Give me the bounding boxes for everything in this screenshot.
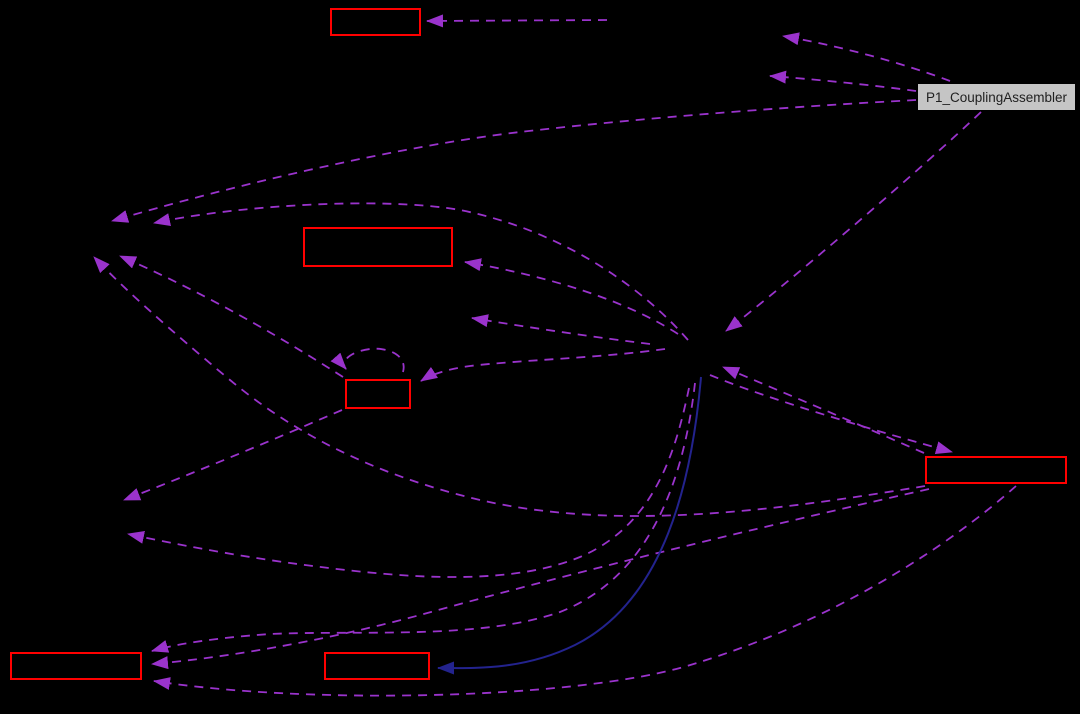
edge-small-center-to-lower-left xyxy=(123,409,343,501)
edge-label-to-left-short xyxy=(769,70,917,92)
node-p1-coupling-assembler[interactable]: P1_CouplingAssembler xyxy=(918,84,1075,110)
edge-hub-to-middle-wide xyxy=(464,258,679,335)
edge-hub-to-small-center xyxy=(420,348,666,382)
node-middle-wide[interactable] xyxy=(303,227,453,267)
edge-hub-to-right-node xyxy=(709,374,953,454)
edge-hub-to-bottom-left-top xyxy=(151,382,696,653)
node-right[interactable] xyxy=(925,456,1067,484)
edge-right-node-to-left-mid xyxy=(93,256,926,517)
edge-hub-to-bottom-mid-solid xyxy=(437,376,702,675)
edge-hub-to-lower-left-point xyxy=(127,387,690,578)
node-p1-coupling-assembler-label: P1_CouplingAssembler xyxy=(925,89,1068,105)
edge-label-to-upper-left xyxy=(782,32,951,82)
edge-right-node-to-bottom-left-low xyxy=(153,485,1017,697)
edge-small-center-to-left-node xyxy=(119,255,344,378)
edge-right-node-to-hub xyxy=(722,366,925,454)
node-top[interactable] xyxy=(330,8,421,36)
edge-label-to-far-left xyxy=(111,99,917,223)
node-bottom-mid[interactable] xyxy=(324,652,430,680)
edge-small-center-self-loop xyxy=(330,347,405,373)
node-bottom-left[interactable] xyxy=(10,652,142,680)
edge-right-node-to-bottom-left-mid xyxy=(151,488,930,670)
edge-top-to-node-top xyxy=(426,14,608,28)
node-small-center[interactable] xyxy=(345,379,411,409)
edge-label-to-hub xyxy=(725,111,982,332)
edge-hub-to-far-left xyxy=(153,202,689,341)
edge-hub-to-center-point xyxy=(471,314,651,345)
